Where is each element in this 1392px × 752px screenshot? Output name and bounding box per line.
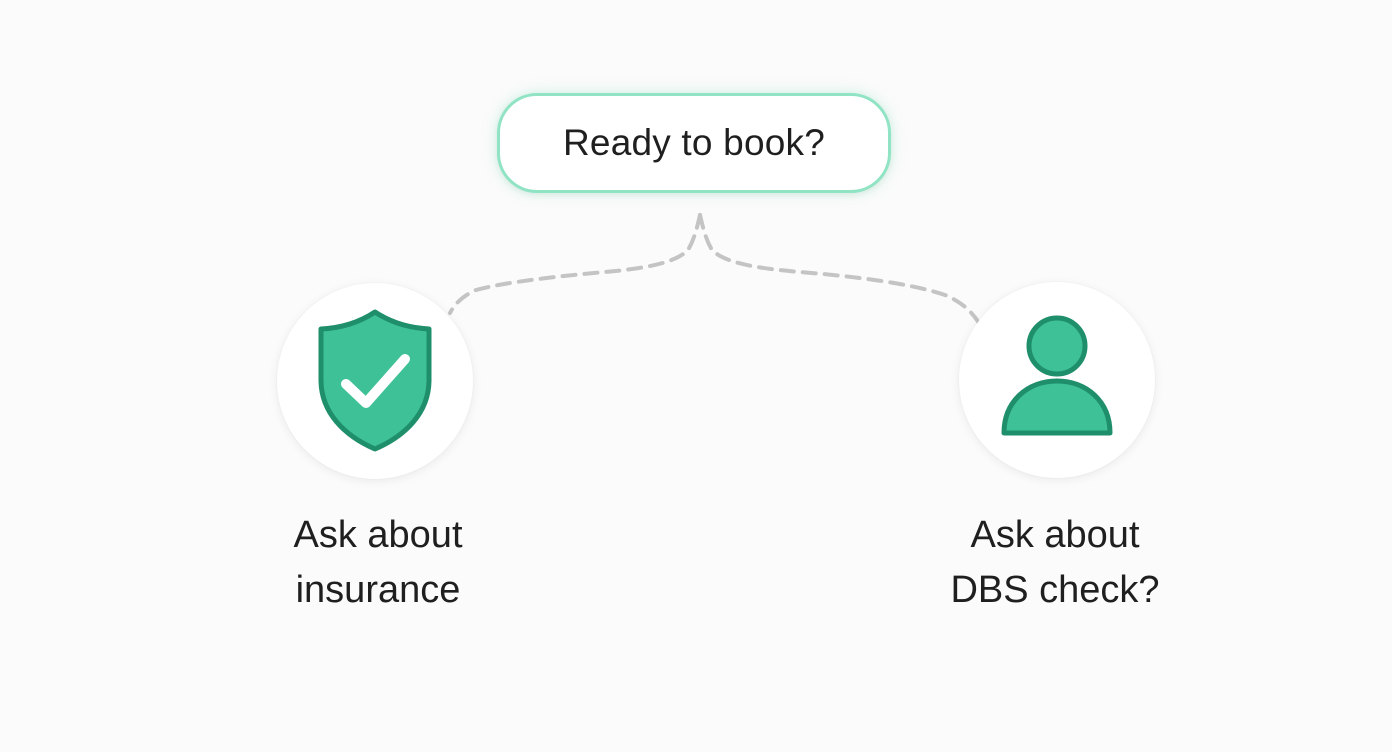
decision-label: Ready to book?	[563, 122, 825, 163]
shield-check-icon	[318, 309, 432, 452]
dbs-check-label: Ask about DBS check?	[950, 514, 1160, 611]
connector-to-dbs-check	[698, 213, 981, 325]
decision-bubble: Ready to book?	[497, 93, 891, 193]
connector-to-insurance	[448, 213, 702, 315]
insurance-label: Ask about insurance	[293, 514, 463, 611]
user-icon	[1001, 315, 1113, 436]
dbs-check-node	[959, 282, 1155, 478]
insurance-node	[277, 283, 473, 479]
